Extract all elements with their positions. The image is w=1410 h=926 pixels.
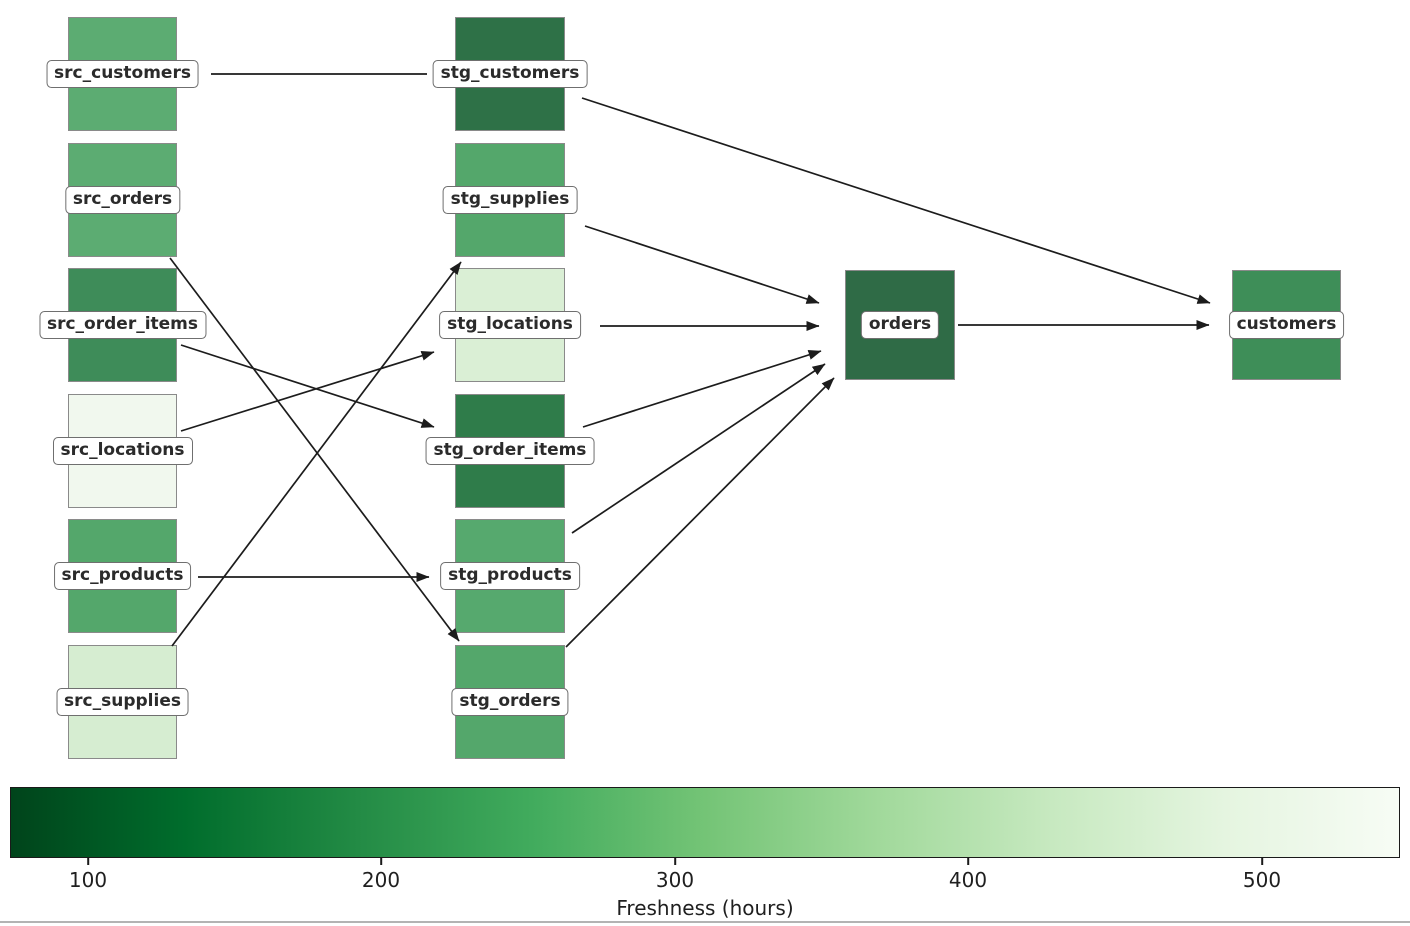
- colorbar-tick-label-500: 500: [1242, 868, 1282, 892]
- edge-src_locations-to-stg_locations: [180, 350, 435, 432]
- node-label-src_supplies: src_supplies: [56, 688, 189, 716]
- colorbar-tick-mark-300: [674, 858, 676, 865]
- edge-stg_products-to-orders: [571, 363, 826, 534]
- colorbar-tick-mark-200: [380, 858, 382, 865]
- node-label-stg_order_items: stg_order_items: [425, 437, 595, 465]
- bottom-border-line: [0, 921, 1410, 923]
- node-label-src_orders: src_orders: [64, 186, 181, 214]
- node-label-stg_supplies: stg_supplies: [442, 186, 578, 214]
- node-label-stg_customers: stg_customers: [432, 60, 588, 88]
- node-label-src_order_items: src_order_items: [38, 311, 207, 339]
- colorbar-tick-mark-500: [1261, 858, 1263, 865]
- colorbar-tick-label-400: 400: [948, 868, 988, 892]
- edge-stg_orders-to-orders: [565, 377, 835, 648]
- node-label-stg_orders: stg_orders: [451, 688, 569, 716]
- node-label-src_locations: src_locations: [52, 437, 193, 465]
- freshness-colorbar: [10, 787, 1400, 858]
- edge-src_order_items-to-stg_order_items: [180, 344, 435, 428]
- node-label-orders: orders: [860, 311, 940, 339]
- colorbar-axis-label: Freshness (hours): [616, 896, 794, 920]
- edge-src_orders-to-stg_orders: [169, 257, 460, 642]
- colorbar-tick-label-300: 300: [655, 868, 695, 892]
- colorbar-tick-mark-100: [87, 858, 89, 865]
- node-label-src_products: src_products: [53, 562, 192, 590]
- edge-stg_customers-to-customers: [581, 97, 1211, 304]
- colorbar-tick-mark-400: [967, 858, 969, 865]
- node-label-stg_products: stg_products: [440, 562, 580, 590]
- node-label-src_customers: src_customers: [46, 60, 199, 88]
- colorbar-tick-label-200: 200: [361, 868, 401, 892]
- edge-src_supplies-to-stg_supplies: [171, 261, 462, 647]
- edge-stg_supplies-to-orders: [584, 225, 820, 304]
- node-label-stg_locations: stg_locations: [439, 311, 581, 339]
- colorbar-gradient: [10, 787, 1400, 858]
- colorbar-tick-label-100: 100: [68, 868, 108, 892]
- edge-stg_order_items-to-orders: [582, 350, 822, 428]
- node-label-customers: customers: [1228, 311, 1345, 339]
